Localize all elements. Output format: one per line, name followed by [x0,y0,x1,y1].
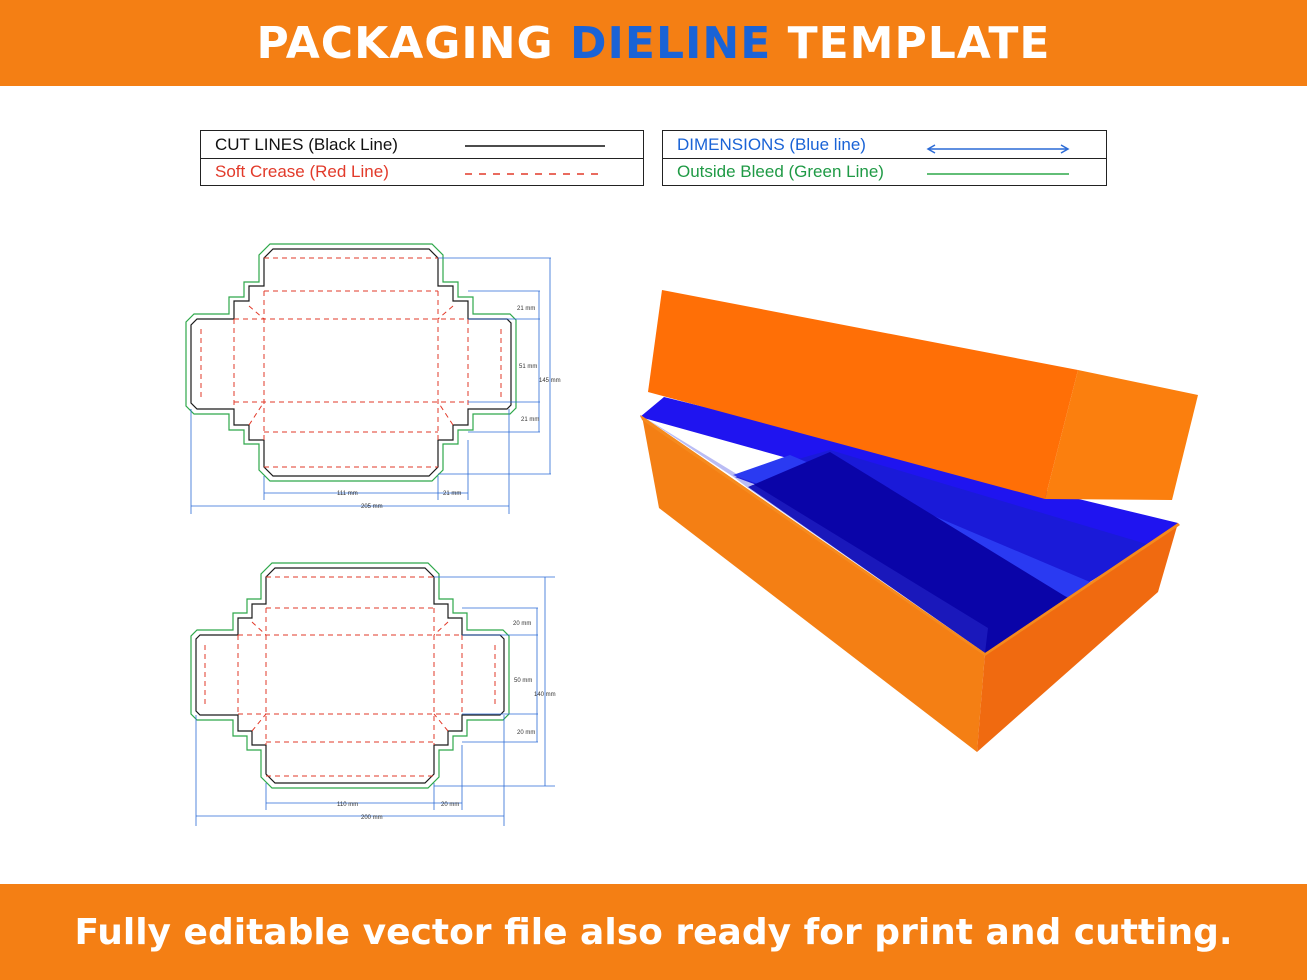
dim-label-20-upper: 20 mm [513,621,531,627]
cut-outline-bottom [195,567,505,784]
dim-label-21-upper: 21 mm [517,306,535,312]
legend-dimensions-row: DIMENSIONS (Blue line) [663,131,1106,158]
footer-banner: Fully editable vector file also ready fo… [0,884,1307,980]
legend-cut-lines-row: CUT LINES (Black Line) [201,131,643,158]
cut-outline-top [190,248,512,477]
legend-outside-bleed-row: Outside Bleed (Green Line) [663,158,1106,185]
bleed-line-sample-icon [927,173,1069,175]
dim-label-145: 145 mm [539,378,561,384]
dim-label-140: 140 mm [534,692,556,698]
legend-soft-crease-label: Soft Crease (Red Line) [215,162,389,181]
legend-right-table: DIMENSIONS (Blue line) Outside Bleed (Gr… [662,130,1107,186]
crease-lines-top [200,257,502,468]
crease-lines-bottom [204,576,496,777]
title-part-template: TEMPLATE [787,17,1051,69]
box-inner-shadow [748,452,1068,653]
title-part-packaging: PACKAGING [256,17,554,69]
box-base-front-face [642,416,985,752]
dim-label-50: 50 mm [514,678,532,684]
dim-label-21-bottom: 21 mm [443,491,461,497]
dimension-arrow-icon [926,144,1070,154]
box-inner-back-wall [640,397,1178,545]
dim-label-205: 205 mm [361,504,383,510]
box-render-illustration [640,290,1198,752]
dim-label-110: 110 mm [337,802,358,808]
dieline-top: 21 mm 51 mm 145 mm 21 mm 111 mm 21 mm 20… [185,243,561,514]
box-lid-side-face [1045,370,1198,500]
dim-label-20-bottom: 20 mm [441,802,459,808]
legend-left-table: CUT LINES (Black Line) Soft Crease (Red … [200,130,644,186]
bleed-outline-bottom [190,562,510,789]
legend-outside-bleed-label: Outside Bleed (Green Line) [677,162,884,181]
legend-soft-crease-row: Soft Crease (Red Line) [201,158,643,185]
cut-line-sample-icon [465,145,605,147]
dim-label-111: 111 mm [337,491,358,497]
title-part-dieline: DIELINE [570,17,772,69]
legend-dimensions-label: DIMENSIONS (Blue line) [677,134,866,154]
dim-label-20-lower: 20 mm [517,730,535,736]
dimension-lines-top [190,257,551,514]
box-inner-left-wall [642,416,988,653]
legend-cut-lines-label: CUT LINES (Black Line) [215,134,398,154]
footer-tagline: Fully editable vector file also ready fo… [74,911,1233,953]
header-banner: PACKAGING DIELINE TEMPLATE [0,0,1307,86]
box-lid-front-face [648,290,1078,499]
dimension-lines-bottom [195,576,555,826]
page-title: PACKAGING DIELINE TEMPLATE [257,18,1051,69]
dim-label-200: 200 mm [361,815,383,821]
dim-label-21-lower: 21 mm [521,417,539,423]
dim-label-51: 51 mm [519,364,537,370]
bleed-outline-top [185,243,517,482]
crease-line-sample-icon [465,173,605,175]
dieline-bottom: 20 mm 50 mm 140 mm 20 mm 110 mm 20 mm 20… [190,562,556,826]
box-base-side-face [977,523,1178,752]
